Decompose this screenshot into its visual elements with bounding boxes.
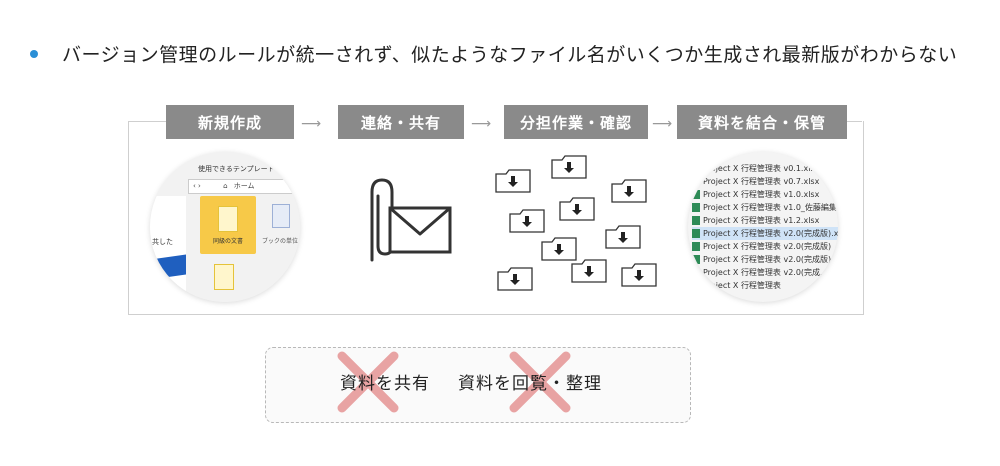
arrow-right-icon: ⟶ [301,116,322,132]
paperclip-mail-icon [370,178,452,262]
file-list-item: Project X 行程管理表 v2.0(完成.. [692,266,838,279]
template-file1-label: 同級の文書 [212,238,243,245]
template-nav-home: ホーム [233,182,255,190]
frame-top-left [128,121,166,122]
home-icon: ⌂ [223,182,228,190]
crossed-out-actions-box [265,347,691,423]
step-contact-share: 連絡・共有 [338,105,464,139]
label-circulate-organize: 資料を回覧・整理 [458,374,602,394]
step-new-creation: 新規作成 [166,105,294,139]
file-list-item: Project X 行程管理表 v1.2.xlsx [692,214,838,227]
file-list-item: Project X 行程管理表 v2.0(完成版) [692,253,838,266]
excel-file-icon [692,268,700,277]
template-side-label: 共した [152,238,173,246]
step-merge-store: 資料を結合・保管 [677,105,847,139]
file-list-item: Project X 行程管理表 v0.1.xl.. [692,162,838,175]
excel-file-icon [692,177,700,186]
document-icon [272,204,290,228]
label-share-materials: 資料を共有 [340,374,430,394]
template-window-thumbnail: 使用できるテンプレート ‹ › ⌂ ホーム 共した 同級の文書 ブックの単位 [150,152,300,302]
file-list-item: Project X 行程管理表 v0.7.xlsx [692,175,838,188]
bullet-dot [30,49,38,58]
file-list-item: Project X 行程管理表 v1.0_佐藤編集 [692,201,838,214]
document-icon [218,206,238,232]
arrow-right-icon: ⟶ [471,116,492,132]
back-arrow-icon: ‹ › [193,182,201,190]
cross-mark-icon [337,351,399,413]
template-window-title: 使用できるテンプレート [198,165,275,173]
bullet-text: バージョン管理のルールが統一されず、似たようなファイル名がいくつか生成され最新版… [62,44,958,66]
file-list-item-selected: Project X 行程管理表 v2.0(完成版).x [692,227,838,240]
arrow-right-icon: ⟶ [652,116,673,132]
excel-file-icon [692,255,700,264]
scattered-folders [495,155,657,291]
flow-frame [128,121,864,315]
excel-file-icon [692,164,700,173]
excel-file-icon [692,216,700,225]
excel-file-icon [692,281,700,290]
file-list-thumbnail: Project X 行程管理表 v0.1.xl.. Project X 行程管理… [688,152,838,302]
template-file2-label: ブックの単位 [262,238,299,245]
excel-file-icon [692,242,700,251]
cross-mark-icon [509,351,571,413]
bullet-row: バージョン管理のルールが統一されず、似たようなファイル名がいくつか生成され最新版… [30,40,957,67]
frame-top-right [847,121,862,122]
excel-file-icon [692,229,700,238]
step-split-work-confirm: 分担作業・確認 [504,105,648,139]
excel-file-icon [692,190,700,199]
file-list-item: Project X 行程管理表 [692,279,838,292]
excel-file-icon [692,203,700,212]
file-list-item: Project X 行程管理表 v1.0.xlsx [692,188,838,201]
document-icon [214,264,234,290]
selected-file-tile: 同級の文書 [200,196,256,254]
file-list-item: Project X 行程管理表 v2.0(完成版) [692,240,838,253]
